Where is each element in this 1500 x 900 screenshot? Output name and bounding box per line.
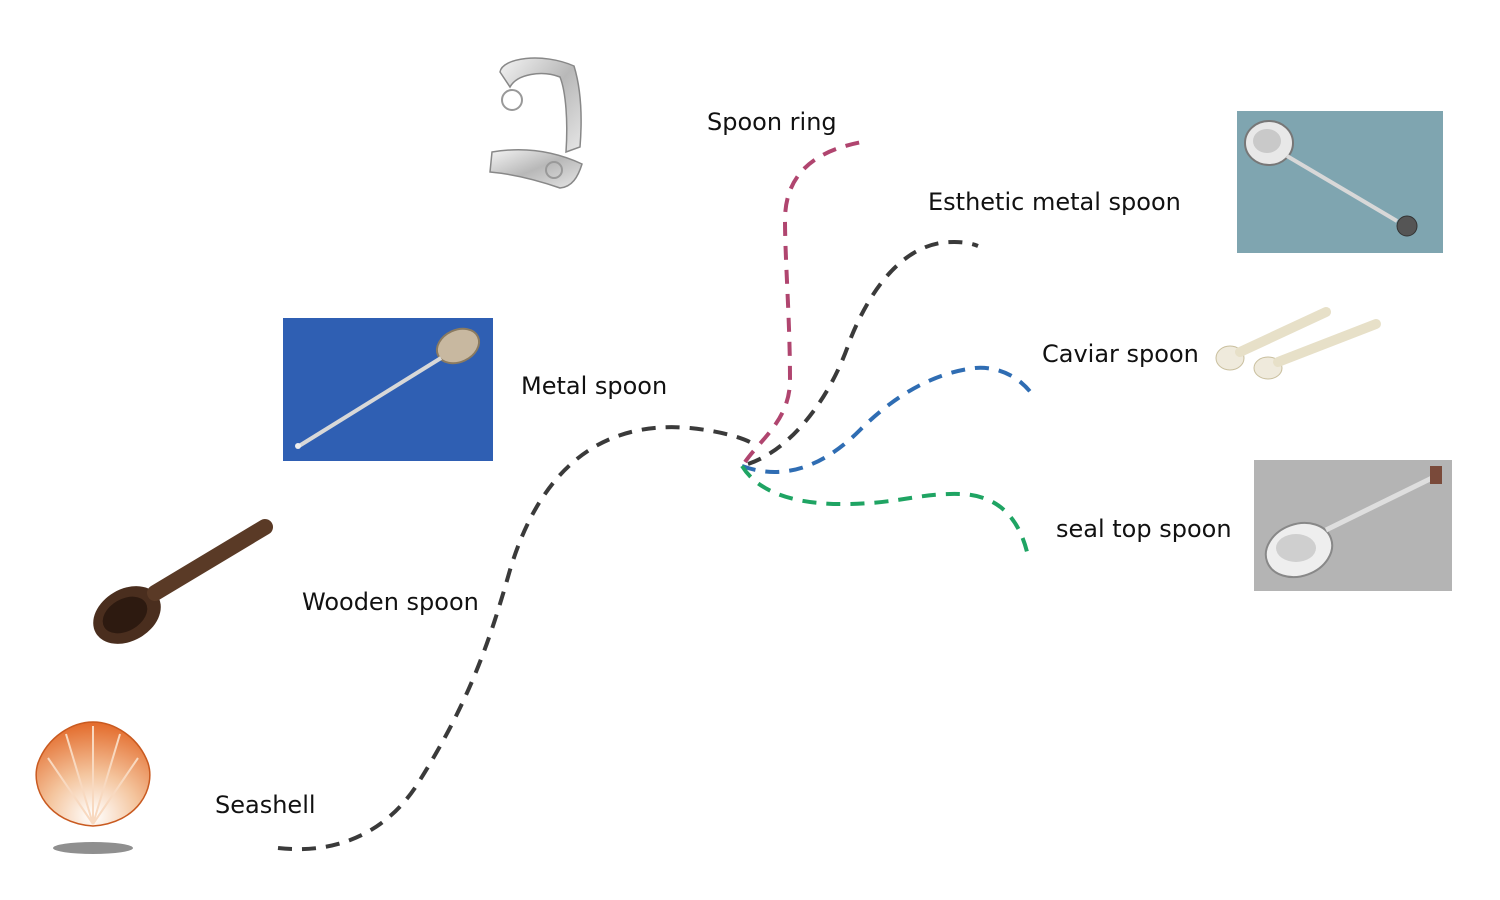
seal-top-spoon-image [1254,460,1452,591]
seashell-image [28,718,158,858]
wooden-spoon-image [85,515,280,660]
label-spoon-ring: Spoon ring [707,108,837,136]
label-caviar-spoon: Caviar spoon [1042,340,1199,368]
connector-esthetic-metal-spoon [747,240,979,466]
label-seal-top-spoon: seal top spoon [1056,515,1232,543]
label-seashell: Seashell [215,791,316,819]
label-metal-spoon: Metal spoon [521,372,668,400]
label-esthetic-metal-spoon: Esthetic metal spoon [928,188,1181,216]
metal-spoon-image [283,318,493,461]
label-wooden-spoon: Wooden spoon [302,588,479,616]
connector-caviar-spoon [741,365,1034,474]
spoon-ring-image [482,52,592,192]
connector-seal-top-spoon [740,464,1030,557]
connector-trunk [277,425,757,852]
caviar-spoon-image [1208,302,1383,380]
esthetic-metal-spoon-image [1237,111,1443,253]
connector-spoon-ring [743,140,863,464]
